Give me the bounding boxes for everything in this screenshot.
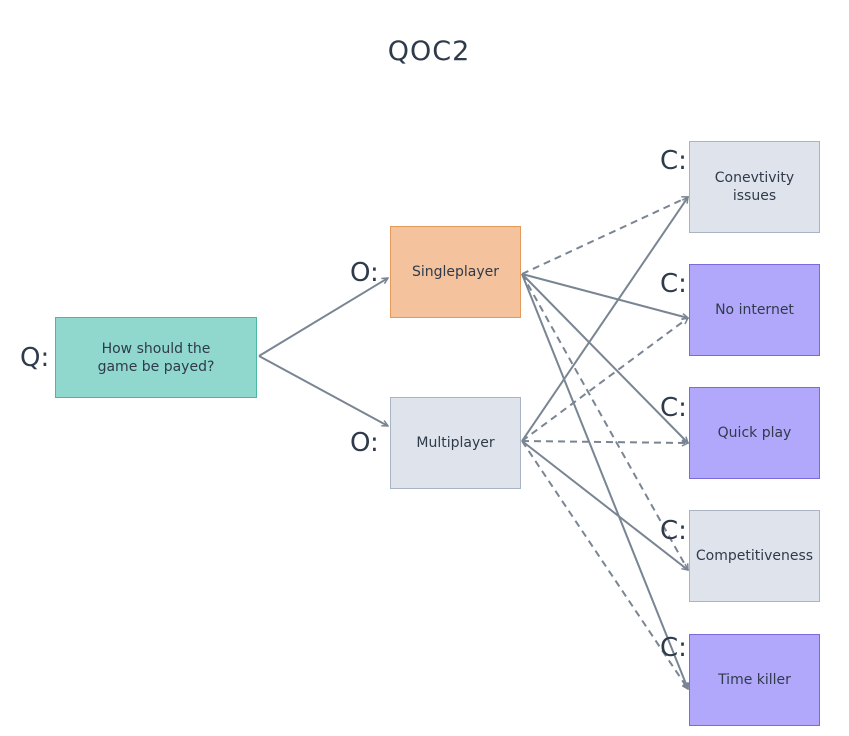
question-tag: Q:	[20, 343, 50, 373]
connector-singleplayer-to-time-killer	[521, 273, 688, 689]
criterion-box-no-internet[interactable]: No internet	[689, 264, 820, 356]
diagram-title: QOC2	[387, 36, 471, 67]
criterion-box-quick-play[interactable]: Quick play	[689, 387, 820, 479]
connector-singleplayer-to-competitiveness	[521, 273, 689, 570]
option-box-singleplayer[interactable]: Singleplayer	[390, 226, 521, 318]
option-box-multiplayer[interactable]: Multiplayer	[390, 397, 521, 489]
connector-multiplayer-to-quick-play	[521, 441, 688, 443]
connector-multiplayer-to-competitiveness	[521, 440, 688, 570]
connector-question-to-multiplayer	[258, 355, 388, 427]
connector-question-to-singleplayer	[258, 278, 388, 357]
connector-singleplayer-to-quick-play	[521, 273, 688, 443]
criterion-tag-no-internet: C:	[660, 269, 687, 299]
criterion-box-time-killer[interactable]: Time killer	[689, 634, 820, 726]
question-box[interactable]: How should the game be payed?	[55, 317, 257, 398]
connector-multiplayer-to-connectivity	[521, 197, 688, 442]
criterion-tag-competitiveness: C:	[660, 516, 687, 546]
criterion-tag-quick-play: C:	[660, 393, 687, 423]
criterion-tag-time-killer: C:	[660, 633, 687, 663]
criterion-box-competitiveness[interactable]: Competitiveness	[689, 510, 820, 602]
connector-singleplayer-to-connectivity	[521, 197, 688, 275]
connector-singleplayer-to-no-internet	[521, 273, 688, 318]
connector-multiplayer-to-time-killer	[521, 440, 688, 689]
option-tag-singleplayer: O:	[350, 258, 379, 288]
option-tag-multiplayer: O:	[350, 428, 379, 458]
criterion-box-connectivity[interactable]: Conevtivity issues	[689, 141, 820, 233]
criterion-tag-connectivity: C:	[660, 146, 687, 176]
connector-multiplayer-to-no-internet	[521, 318, 688, 442]
